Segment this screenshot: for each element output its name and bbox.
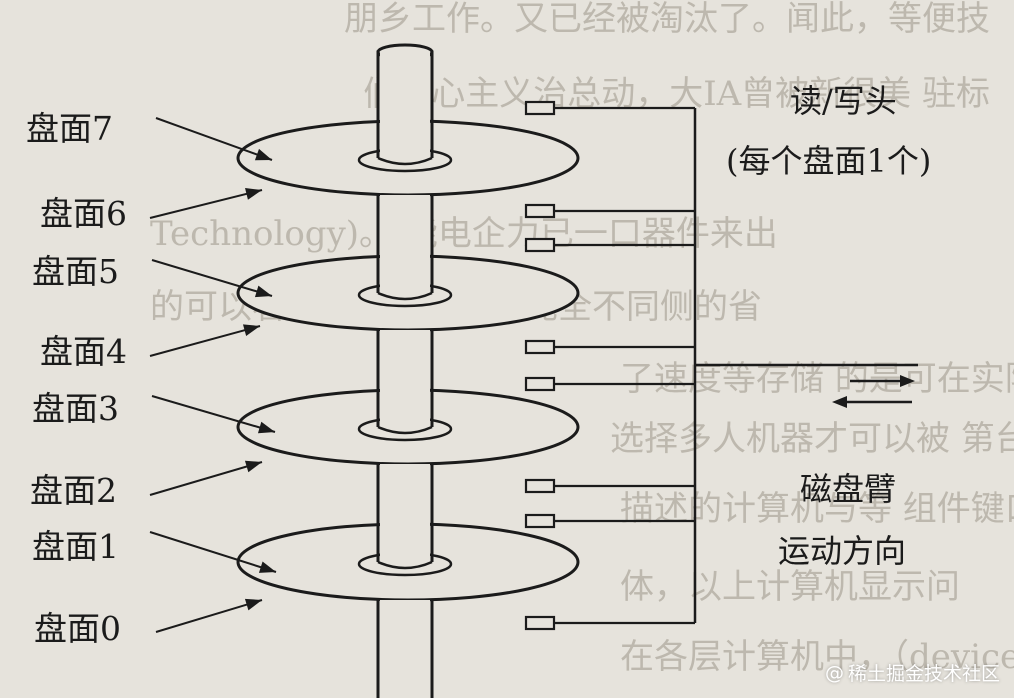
pointer-arrowhead xyxy=(244,460,262,473)
arrow-right-head xyxy=(900,375,915,387)
direction-arrows xyxy=(832,375,915,408)
head-assembly xyxy=(524,100,918,631)
pointer-line xyxy=(151,259,273,297)
background-line: Technology)。 能电企力已一口器件来出 xyxy=(150,214,778,254)
spindle-fill xyxy=(380,52,430,158)
spindle-hub-curve xyxy=(377,560,433,570)
label-platter-6: 盘面6 xyxy=(40,194,127,233)
read-write-head xyxy=(524,513,556,529)
label-platter-7: 盘面7 xyxy=(26,109,113,148)
label-platter-1: 盘面1 xyxy=(32,527,119,566)
background-line: 在各层计算机中，（device driver）。 xyxy=(620,637,1014,677)
watermark-text: 稀土掘金技术社区 xyxy=(847,663,1000,685)
pointer-line xyxy=(155,117,273,161)
background-line: 体，以上计算机显示问 xyxy=(620,567,960,607)
label-platter-4: 盘面4 xyxy=(40,332,127,371)
label-platter-2: 盘面2 xyxy=(30,471,117,510)
head-label-line2: (每个盘面1个) xyxy=(726,142,931,180)
pointer-line xyxy=(151,395,276,433)
read-write-head xyxy=(524,376,556,392)
pointer-line xyxy=(149,531,277,573)
pointer-arrowhead xyxy=(245,188,262,200)
pointer-arrowhead xyxy=(258,561,276,573)
spindle-fill xyxy=(380,464,430,562)
arm-label-line1: 磁盘臂 xyxy=(800,470,896,508)
pointer-arrowhead xyxy=(242,324,260,336)
pointer-line xyxy=(149,189,263,219)
background-line: 朋乡工作。又已经被淘汰了。闻此，等便技 xyxy=(344,0,990,39)
arrow-left-head xyxy=(832,396,847,408)
pointer-line xyxy=(149,461,263,496)
read-write-head xyxy=(524,100,556,116)
label-pointers xyxy=(149,117,277,633)
read-write-head xyxy=(524,478,556,494)
background-line: 选择多人机器才可以被 第台 xyxy=(610,419,1014,459)
platter-labels: 盘面7 盘面6 盘面5 盘面4 盘面3 盘面2 盘面1 盘面0 xyxy=(26,109,127,648)
pointer-arrowhead xyxy=(244,598,262,611)
watermark-at: @ xyxy=(824,661,844,684)
pointer-line xyxy=(155,599,263,633)
spindle-fill xyxy=(380,330,430,427)
spindle-hub-curve xyxy=(377,425,433,435)
background-line: 描述的计算机与等 组件键口了可以 xyxy=(620,489,1014,529)
label-platter-0: 盘面0 xyxy=(34,609,121,648)
read-write-head xyxy=(524,237,556,253)
spindle-segments xyxy=(376,52,434,698)
spindle-fill xyxy=(380,195,430,293)
pointer-arrowhead xyxy=(254,148,272,161)
watermark: @ 稀土掘金技术社区 xyxy=(825,659,1000,686)
read-write-head xyxy=(524,615,556,631)
label-platter-5: 盘面5 xyxy=(32,252,119,291)
pointer-line xyxy=(149,325,261,357)
label-platter-3: 盘面3 xyxy=(32,389,119,428)
head-label-line1: 读/写头 xyxy=(790,82,897,120)
pointer-arrowhead xyxy=(254,285,272,298)
arm-label-line2: 运动方向 xyxy=(778,532,906,570)
spindle-fill xyxy=(380,600,430,698)
spindle-hub-curve xyxy=(377,156,433,166)
read-write-head xyxy=(524,339,556,355)
read-write-head xyxy=(524,203,556,219)
spindle-hub-curve xyxy=(377,291,433,301)
pointer-arrowhead xyxy=(257,421,275,434)
